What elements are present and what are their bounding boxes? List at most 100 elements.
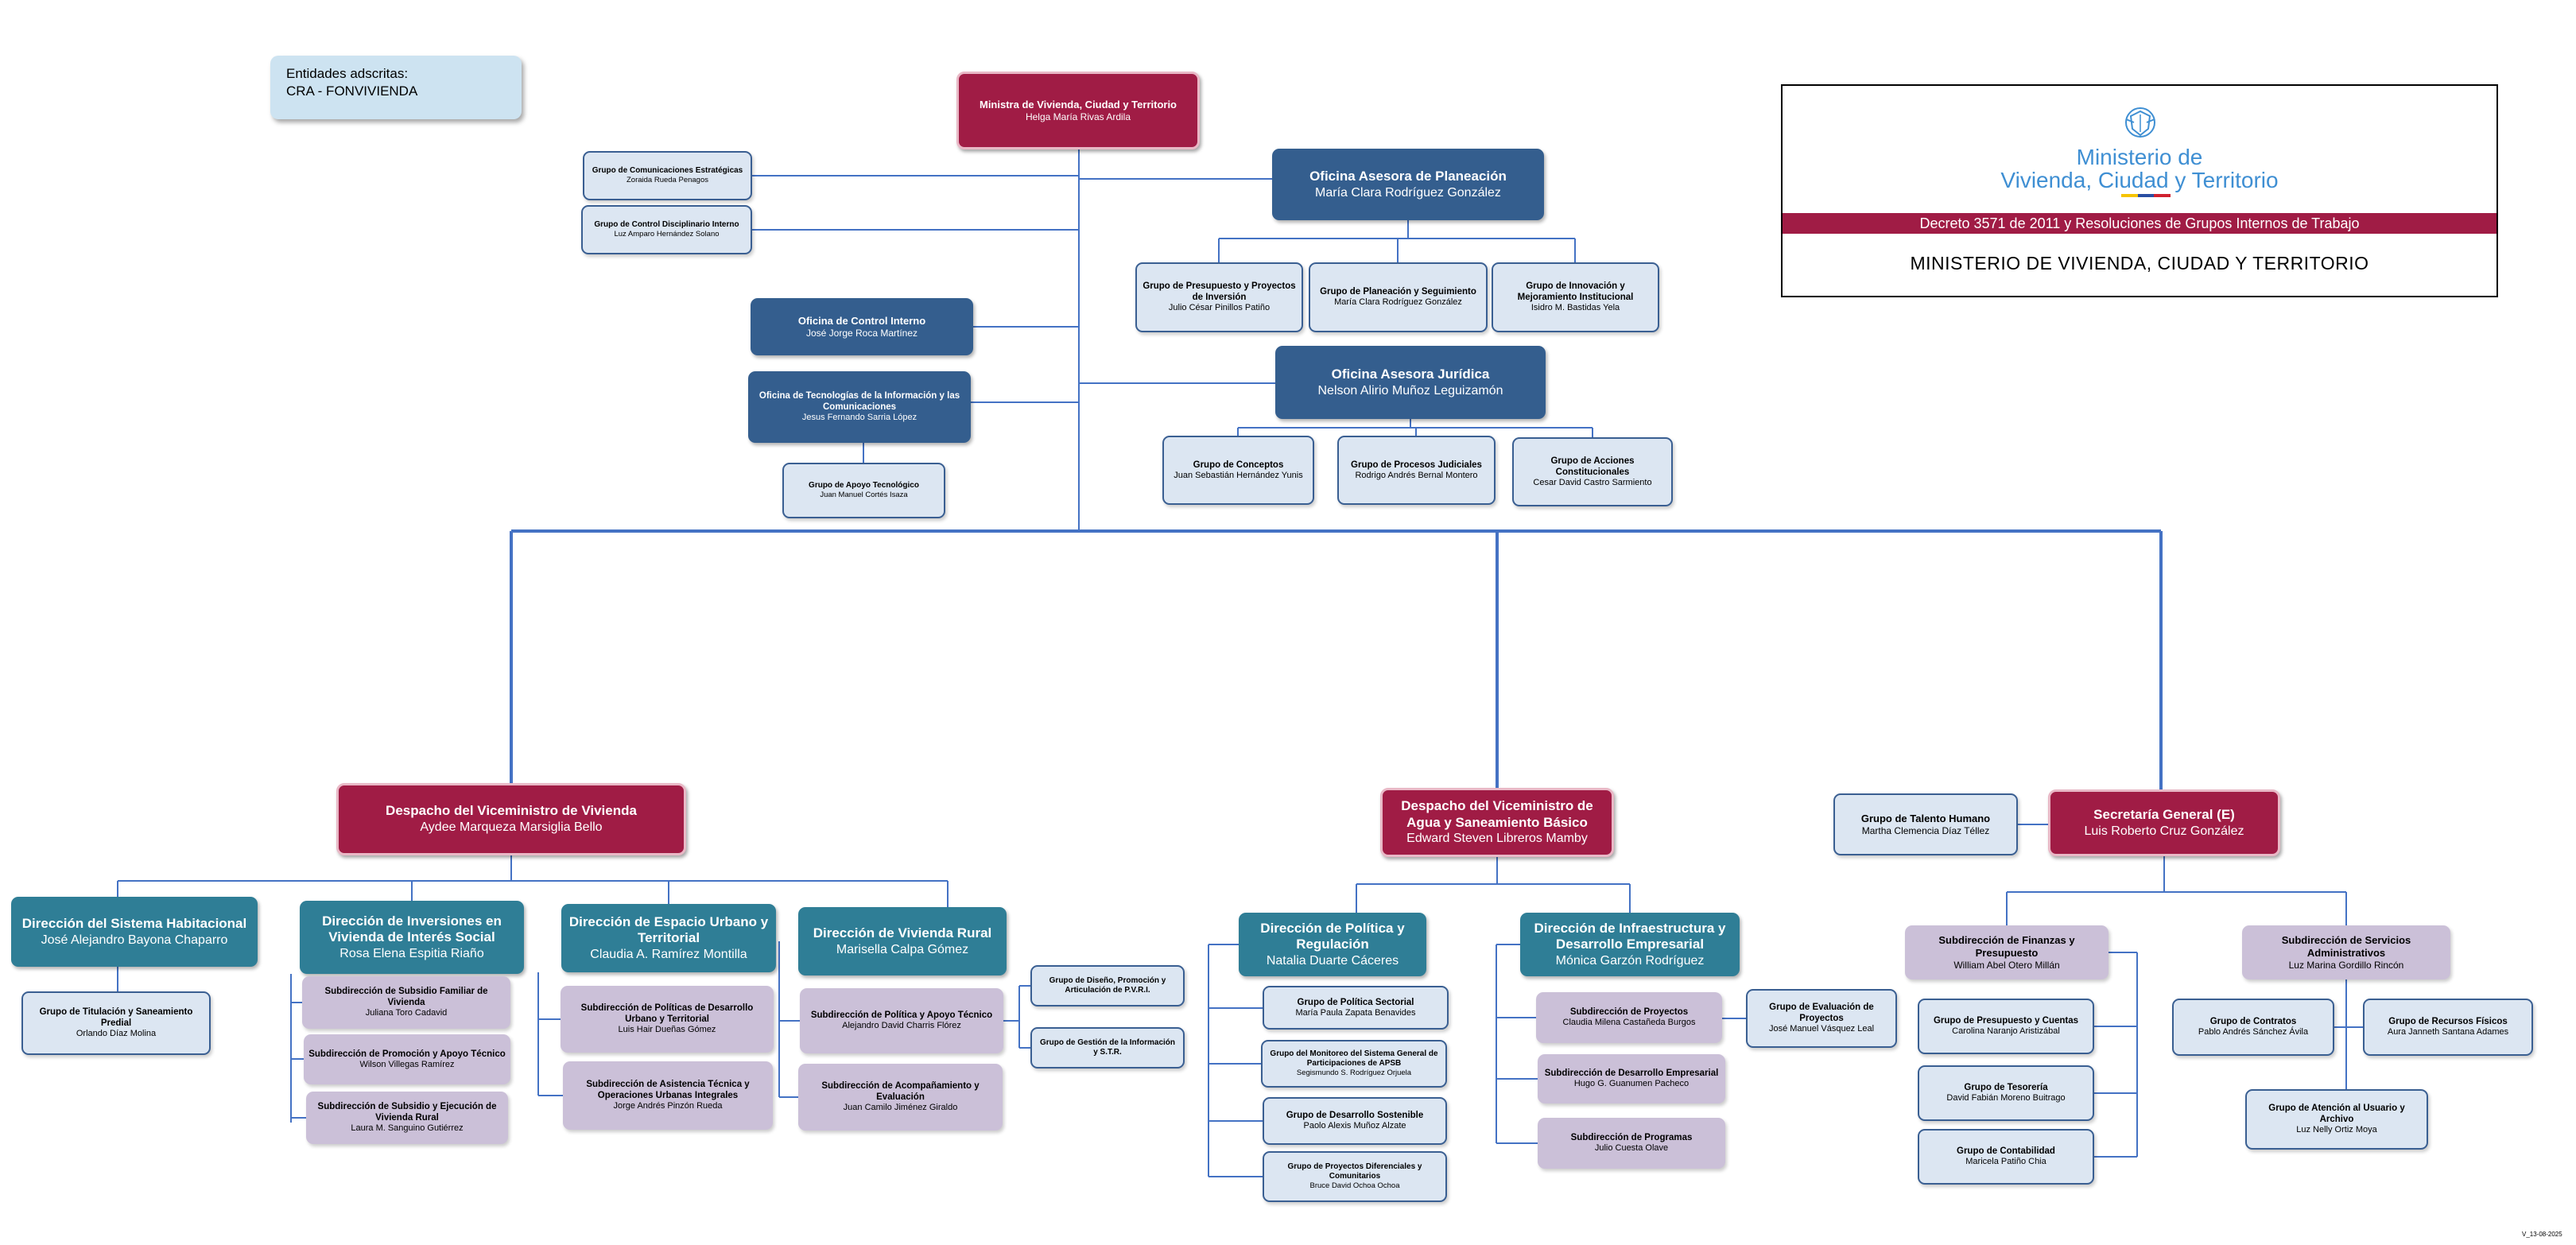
node-title: Grupo de Contratos [2209, 1017, 2297, 1027]
node-title: Grupo de Diseño, Promoción y Articulació… [1049, 975, 1166, 995]
node-direccion-espacio-urbano[interactable]: Dirección de Espacio Urbano y Territoria… [561, 904, 776, 972]
node-holder: Juliana Toro Cadavid [365, 1008, 448, 1018]
connector-line [1208, 944, 1263, 1177]
node-grupo-diseno-pvri[interactable]: Grupo de Diseño, Promoción y Articulació… [1030, 965, 1185, 1006]
connector-line [117, 855, 949, 907]
node-subdireccion-subsidio-rural[interactable]: Subdirección de Subsidio y Ejecución de … [306, 1092, 508, 1144]
node-ministra[interactable]: Ministra de Vivienda, Ciudad y Territori… [956, 72, 1200, 149]
node-holder: Luz Amparo Hernández Solano [614, 230, 720, 239]
node-title: Subdirección de Desarrollo Empresarial [1544, 1069, 1719, 1079]
connector-line [1003, 985, 1030, 1049]
node-title: Dirección de Inversiones en Vivienda de … [322, 913, 502, 945]
node-grupo-gestion-informacion[interactable]: Grupo de Gestión de la Información y S.T… [1030, 1027, 1185, 1069]
node-holder: Juan Sebastián Hernández Yunis [1174, 470, 1303, 480]
node-holder: Juan Manuel Cortés Isaza [820, 491, 908, 500]
node-title: Dirección del Sistema Habitacional [21, 915, 247, 931]
node-holder: Martha Clemencia Díaz Téllez [1861, 824, 1990, 836]
node-holder: Edward Steven Libreros Mamby [1406, 832, 1588, 846]
node-subdireccion-subsidio-familiar[interactable]: Subdirección de Subsidio Familiar de Viv… [302, 976, 510, 1029]
entidades-heading: Entidades adscritas: [286, 66, 409, 81]
node-title: Despacho del Viceministro de Vivienda [386, 803, 637, 819]
node-subdireccion-acompanamiento[interactable]: Subdirección de Acompañamiento y Evaluac… [798, 1064, 1003, 1131]
node-holder: Luis Roberto Cruz González [2084, 824, 2244, 838]
node-holder: Cesar David Castro Sarmiento [1533, 477, 1652, 487]
node-holder: Mónica Garzón Rodríguez [1555, 953, 1705, 968]
node-grupo-innovacion[interactable]: Grupo de Innovación y Mejoramiento Insti… [1492, 262, 1659, 332]
node-title: Grupo de Política Sectorial [1297, 997, 1414, 1007]
node-viceministro-agua[interactable]: Despacho del Viceministro de Agua y Sane… [1380, 788, 1614, 857]
connector-line [2334, 979, 2363, 1089]
node-title: Grupo de Evaluación de Proyectos [1769, 1003, 1874, 1024]
node-title: Grupo de Contabilidad [1957, 1146, 2055, 1157]
node-title: Grupo de Procesos Judiciales [1351, 460, 1482, 470]
node-direccion-inversiones-vis[interactable]: Dirección de Inversiones en Vivienda de … [300, 901, 524, 974]
node-subdireccion-promocion[interactable]: Subdirección de Promoción y Apoyo Técnic… [304, 1034, 510, 1084]
node-direccion-infraestructura[interactable]: Dirección de Infraestructura y Desarroll… [1520, 913, 1740, 976]
node-holder: Isidro M. Bastidas Yela [1530, 303, 1620, 313]
node-holder: Luis Hair Dueñas Gómez [618, 1025, 716, 1035]
node-holder: José Manuel Vásquez Leal [1768, 1024, 1875, 1034]
node-title: Grupo de Gestión de la Información y S.T… [1039, 1038, 1176, 1057]
node-holder: Luz Nelly Ortiz Moya [2296, 1125, 2377, 1135]
node-title: Subdirección de Subsidio Familiar de Viv… [324, 987, 488, 1008]
node-holder: Natalia Duarte Cáceres [1266, 953, 1399, 968]
node-holder: Julio Cuesta Olave [1594, 1143, 1669, 1154]
node-subdireccion-politicas-urbano[interactable]: Subdirección de Políticas de Desarrollo … [561, 986, 774, 1053]
connector-line [537, 972, 563, 1096]
node-holder: Juan Camilo Jiménez Giraldo [843, 1103, 958, 1113]
node-title: Oficina de Tecnologías de la Información… [758, 391, 960, 413]
node-holder: Claudia A. Ramírez Montilla [590, 947, 747, 961]
node-title: Subdirección de Asistencia Técnica y Ope… [586, 1080, 750, 1101]
node-grupo-monitoreo-sgp[interactable]: Grupo del Monitoreo del Sistema General … [1261, 1040, 1447, 1088]
connector-line [2094, 952, 2138, 1158]
node-holder: José Alejandro Bayona Chaparro [41, 933, 228, 947]
node-holder: Nelson Alirio Muñoz Leguizamón [1317, 383, 1503, 398]
node-holder: Laura M. Sanguino Gutiérrez [351, 1123, 464, 1134]
node-holder: José Jorge Roca Martínez [805, 327, 918, 339]
node-grupo-presupuesto-inversion[interactable]: Grupo de Presupuesto y Proyectos de Inve… [1135, 262, 1303, 332]
node-title: Grupo del Monitoreo del Sistema General … [1270, 1049, 1438, 1069]
node-subdireccion-servicios-administrativos[interactable]: Subdirección de Servicios Administrativo… [2242, 925, 2450, 979]
node-grupo-titulacion[interactable]: Grupo de Titulación y Saneamiento Predia… [21, 991, 211, 1055]
ministry-caption: MINISTERIO DE VIVIENDA, CIUDAD Y TERRITO… [1910, 253, 2369, 273]
node-oficina-tic[interactable]: Oficina de Tecnologías de la Información… [748, 371, 971, 443]
node-grupo-proyectos-diferenciales[interactable]: Grupo de Proyectos Diferenciales y Comun… [1263, 1151, 1447, 1202]
node-holder: Jorge Andrés Pinzón Rueda [613, 1101, 723, 1111]
connector-line [1496, 944, 1538, 1144]
node-subdireccion-asistencia-tecnica[interactable]: Subdirección de Asistencia Técnica y Ope… [563, 1061, 773, 1130]
node-secretaria-general[interactable]: Secretaría General (E)Luis Roberto Cruz … [2048, 789, 2280, 856]
node-title: Dirección de Política y Regulación [1260, 920, 1405, 952]
entidades-adscritas-note: Entidades adscritas: CRA - FONVIVIENDA [270, 56, 522, 119]
node-subdireccion-politica-rural[interactable]: Subdirección de Política y Apoyo Técnico… [800, 988, 1003, 1053]
node-holder: María Clara Rodríguez González [1334, 297, 1462, 308]
